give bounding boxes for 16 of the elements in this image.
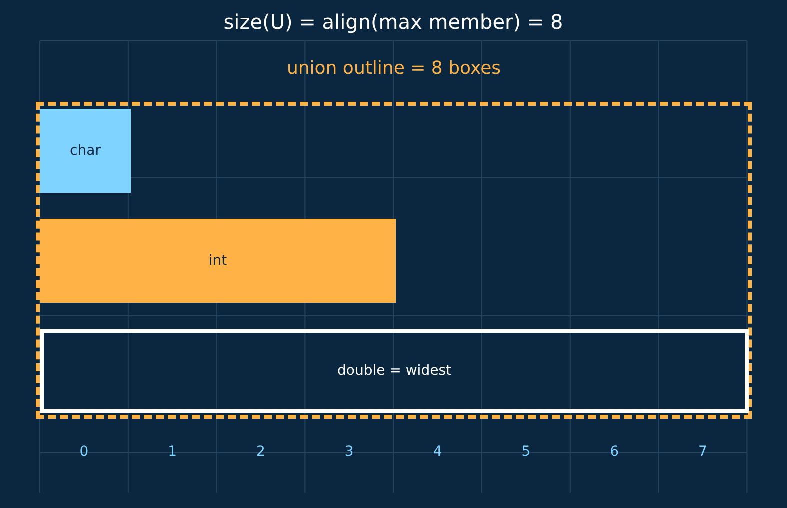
byte-index-label: 7 — [698, 444, 708, 460]
member-label: char — [70, 143, 101, 159]
outline-heading: union outline = 8 boxes — [286, 58, 502, 79]
byte-index-label: 4 — [432, 444, 444, 460]
member-label: int — [208, 253, 228, 269]
byte-index-label: 6 — [609, 444, 620, 460]
byte-index-label: 0 — [78, 444, 90, 460]
char-member-bar — [40, 109, 131, 193]
byte-index-label: 1 — [167, 444, 178, 460]
double-member-bar — [40, 329, 749, 413]
member-label: double = widest — [338, 363, 452, 379]
byte-index-label: 2 — [256, 444, 266, 460]
byte-index-label: 3 — [344, 444, 355, 460]
byte-index-label: 5 — [520, 444, 532, 460]
diagram-title: size(U) = align(max member) = 8 — [222, 10, 564, 34]
int-member-bar — [40, 219, 396, 303]
